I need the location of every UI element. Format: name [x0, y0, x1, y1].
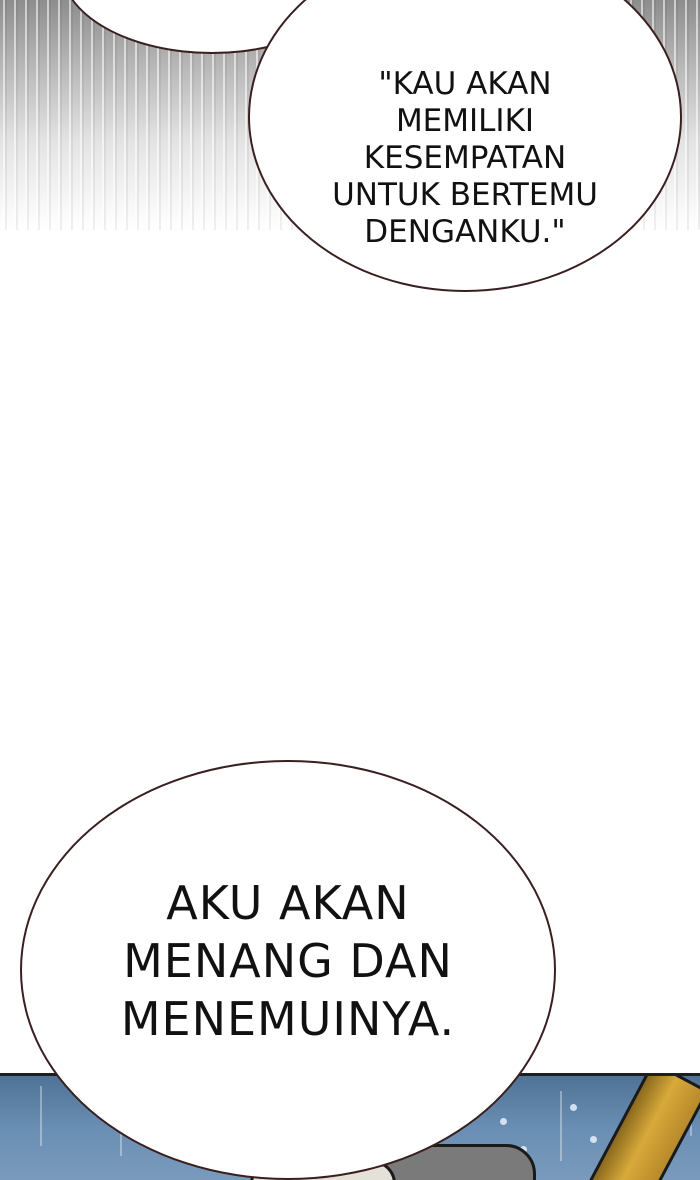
rain-streak — [560, 1091, 562, 1161]
golden-staff — [574, 1076, 700, 1180]
rain-drop — [500, 1118, 507, 1125]
rain-drop — [570, 1104, 577, 1111]
speech-bubble-top: "KAU AKAN MEMILIKI KESEMPATAN UNTUK BERT… — [248, 0, 682, 292]
rain-streak — [40, 1086, 42, 1146]
speech-bubble-bottom: AKU AKAN MENANG DAN MENEMUINYA. — [20, 760, 556, 1180]
speech-bubble-top-text: "KAU AKAN MEMILIKI KESEMPATAN UNTUK BERT… — [332, 65, 598, 250]
rain-drop — [590, 1136, 597, 1143]
speech-bubble-bottom-text: AKU AKAN MENANG DAN MENEMUINYA. — [120, 876, 456, 1046]
